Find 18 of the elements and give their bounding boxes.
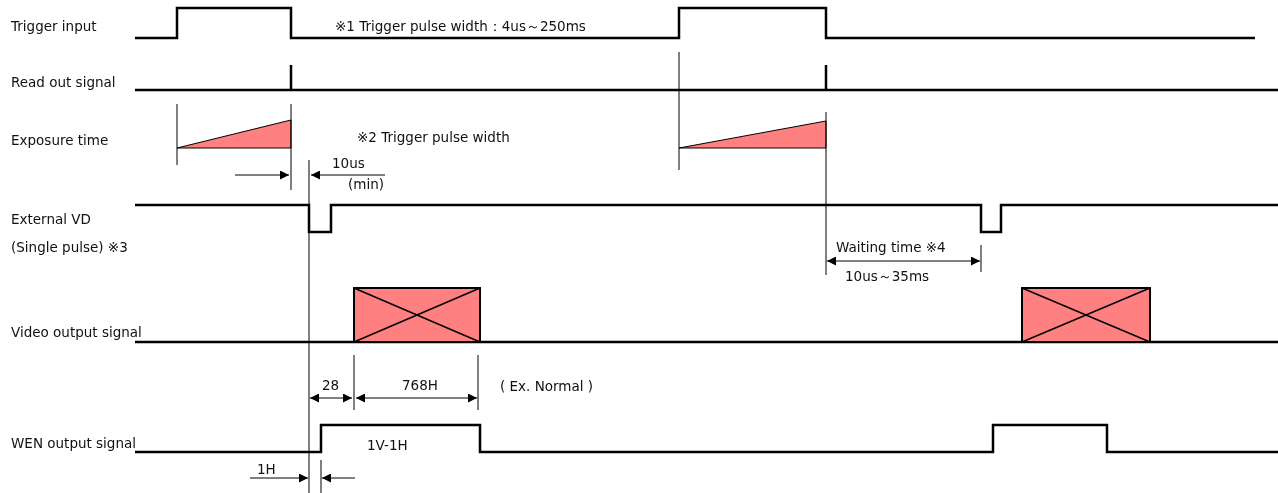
footnote-text: ※1 Trigger pulse width：4us～250ms [335, 18, 586, 35]
signal-name: (Single pulse) ※3 [11, 239, 128, 256]
signal-name: Exposure time [11, 132, 109, 149]
timing-value: (min) [348, 176, 384, 193]
signal-name: Trigger input [11, 18, 97, 35]
timing-value: 28 [322, 377, 340, 394]
timing-value: 10us [332, 155, 365, 172]
timing-label: Waiting time ※4 [836, 239, 946, 256]
signal-name: Video output signal [11, 324, 142, 341]
signal-name: Read out signal [11, 74, 116, 91]
timing-value: 768H [402, 377, 438, 394]
signal-name: External VD [11, 211, 91, 228]
timing-value: 10us～35ms [845, 268, 930, 285]
signal-name: WEN output signal [11, 435, 137, 452]
timing-value: 1V-1H [367, 437, 408, 454]
note-text: ( Ex. Normal ) [500, 378, 594, 395]
footnote-text: ※2 Trigger pulse width [357, 129, 510, 146]
timing-value: 1H [257, 461, 276, 478]
